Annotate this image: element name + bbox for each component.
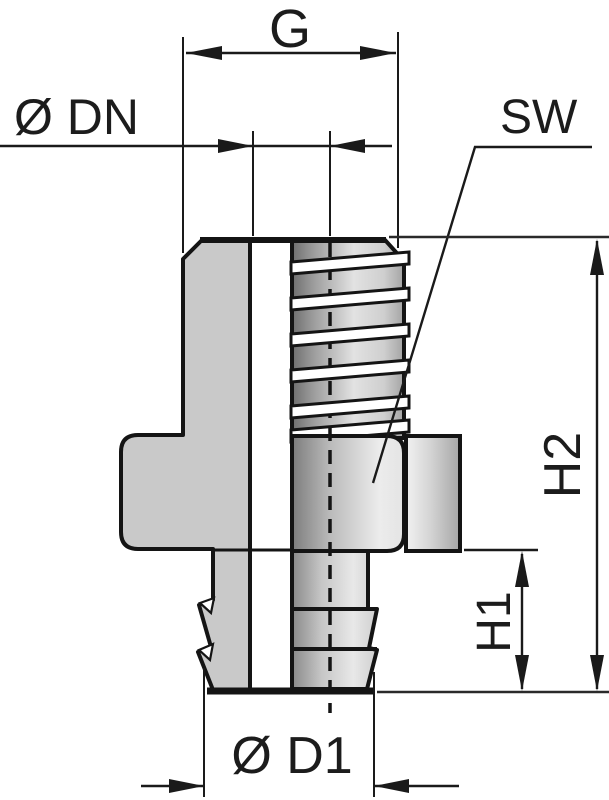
dim-label-d1: Ø D1 xyxy=(231,727,353,785)
dim-label-h1: H1 xyxy=(468,591,521,653)
barb-notch xyxy=(196,642,215,663)
dim-label-g: G xyxy=(269,0,312,59)
arrowhead xyxy=(515,655,529,691)
arrowhead xyxy=(374,779,409,793)
arrowhead xyxy=(169,779,204,793)
hex-flange-front xyxy=(290,434,406,553)
arrowhead xyxy=(590,655,604,691)
arrowhead xyxy=(360,46,396,60)
thread-rib xyxy=(289,286,411,312)
sw-leader-line xyxy=(371,145,592,484)
thread-rib xyxy=(289,250,411,276)
barb-notch xyxy=(197,596,216,616)
left-section-profile xyxy=(119,238,252,692)
thread-rib xyxy=(289,394,411,420)
thread-rib xyxy=(289,358,411,384)
dim-label-sw: SW xyxy=(500,91,578,144)
arrowhead xyxy=(186,46,222,60)
thread-rib xyxy=(289,322,411,348)
hose-barb xyxy=(290,549,379,691)
arrowhead xyxy=(218,139,253,153)
hex-flange-side xyxy=(404,434,462,553)
arrowhead xyxy=(330,139,365,153)
dim-label-h2: H2 xyxy=(534,431,592,499)
dim-label-dn: Ø DN xyxy=(14,89,139,145)
arrowhead xyxy=(590,239,604,275)
arrowhead xyxy=(515,551,529,587)
